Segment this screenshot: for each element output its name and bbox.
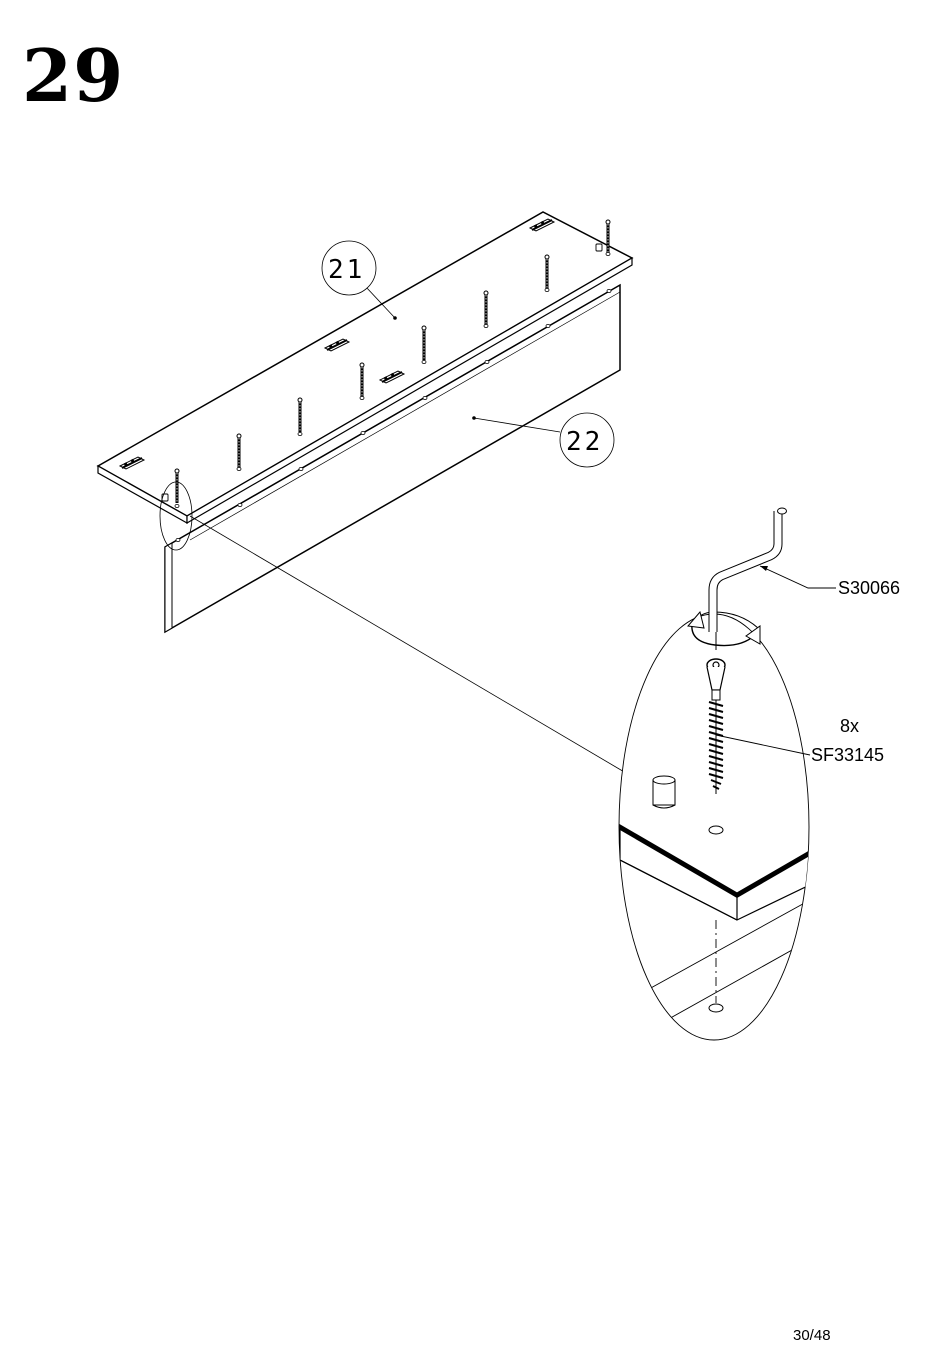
callout-21: 21 — [322, 241, 397, 320]
callout-22-label: 22 — [566, 427, 603, 457]
zoom-detail — [619, 508, 836, 1040]
callout-21-label: 21 — [328, 255, 365, 285]
detail-leader — [190, 516, 626, 773]
tool-code-label: S30066 — [838, 578, 900, 598]
screw-quantity-label: 8x — [840, 716, 859, 736]
page-number: 30/48 — [793, 1327, 831, 1344]
screw-code-label: SF33145 — [811, 745, 884, 765]
